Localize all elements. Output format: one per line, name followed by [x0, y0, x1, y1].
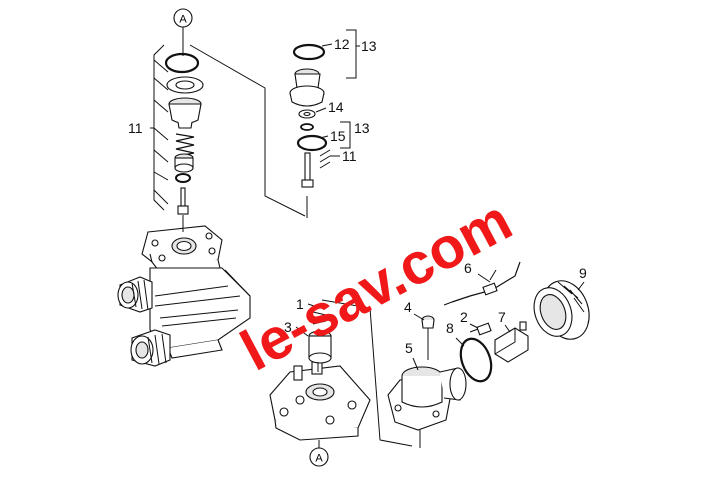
bracket-11-left: 11 — [128, 44, 169, 211]
callout-4: 4 — [404, 299, 412, 315]
assembly-leader-line — [189, 44, 306, 217]
o-ring-12 — [292, 43, 326, 61]
o-ring-small-right — [300, 123, 314, 131]
callout-11-right: 11 — [342, 148, 357, 164]
valve-plate — [269, 361, 371, 441]
valve-seat-13 — [289, 68, 325, 107]
pump-port-lower — [130, 329, 171, 367]
o-ring-8 — [459, 337, 493, 383]
reference-marker-bottom-label: A — [315, 453, 323, 465]
callout-15: 15 — [330, 128, 346, 144]
pump-head — [117, 215, 251, 367]
nut-9 — [533, 280, 590, 340]
callout-8: 8 — [446, 320, 454, 336]
reference-marker-top-label: A — [179, 14, 187, 26]
o-ring-small — [175, 173, 191, 183]
valve-spring — [175, 133, 195, 157]
callouts-right-side: 6 9 4 2 7 8 5 — [404, 260, 587, 371]
connector-2 — [469, 322, 492, 336]
callouts-lower-left: 1 3 — [284, 296, 315, 337]
callout-5: 5 — [405, 340, 413, 356]
callout-12: 12 — [334, 36, 350, 52]
o-ring-top — [164, 52, 200, 74]
callout-1: 1 — [296, 296, 304, 312]
valve-cone — [168, 97, 202, 129]
screw-4 — [421, 315, 435, 360]
valve-stack-right — [289, 43, 328, 218]
switch-7 — [494, 321, 529, 363]
valve-insert — [174, 153, 194, 173]
callout-3: 3 — [284, 319, 292, 335]
callout-13-top: 13 — [361, 38, 377, 54]
spring-small — [312, 311, 327, 325]
valve-pin — [177, 187, 189, 215]
callout-11-left: 11 — [128, 120, 143, 136]
cable-6 — [443, 261, 521, 306]
callout-6: 6 — [464, 260, 472, 276]
pump-port-upper — [117, 276, 153, 313]
callout-14: 14 — [328, 99, 344, 115]
watermark: le-sav.com — [231, 187, 522, 383]
valve-stack-left — [164, 40, 204, 215]
callout-9: 9 — [579, 265, 587, 281]
o-ring-15 — [296, 134, 328, 152]
callout-7: 7 — [498, 309, 506, 325]
reference-marker-bottom: A — [309, 440, 329, 467]
valve-pin-right — [301, 152, 314, 188]
callout-2: 2 — [460, 309, 468, 325]
callouts-right-stack: 12 13 14 15 13 11 — [315, 29, 377, 169]
reference-marker-top: A — [173, 8, 193, 40]
callout-13-bottom: 13 — [354, 120, 370, 136]
valve-plate-cylinder — [308, 330, 332, 364]
sensor-housing-5 — [387, 366, 467, 448]
